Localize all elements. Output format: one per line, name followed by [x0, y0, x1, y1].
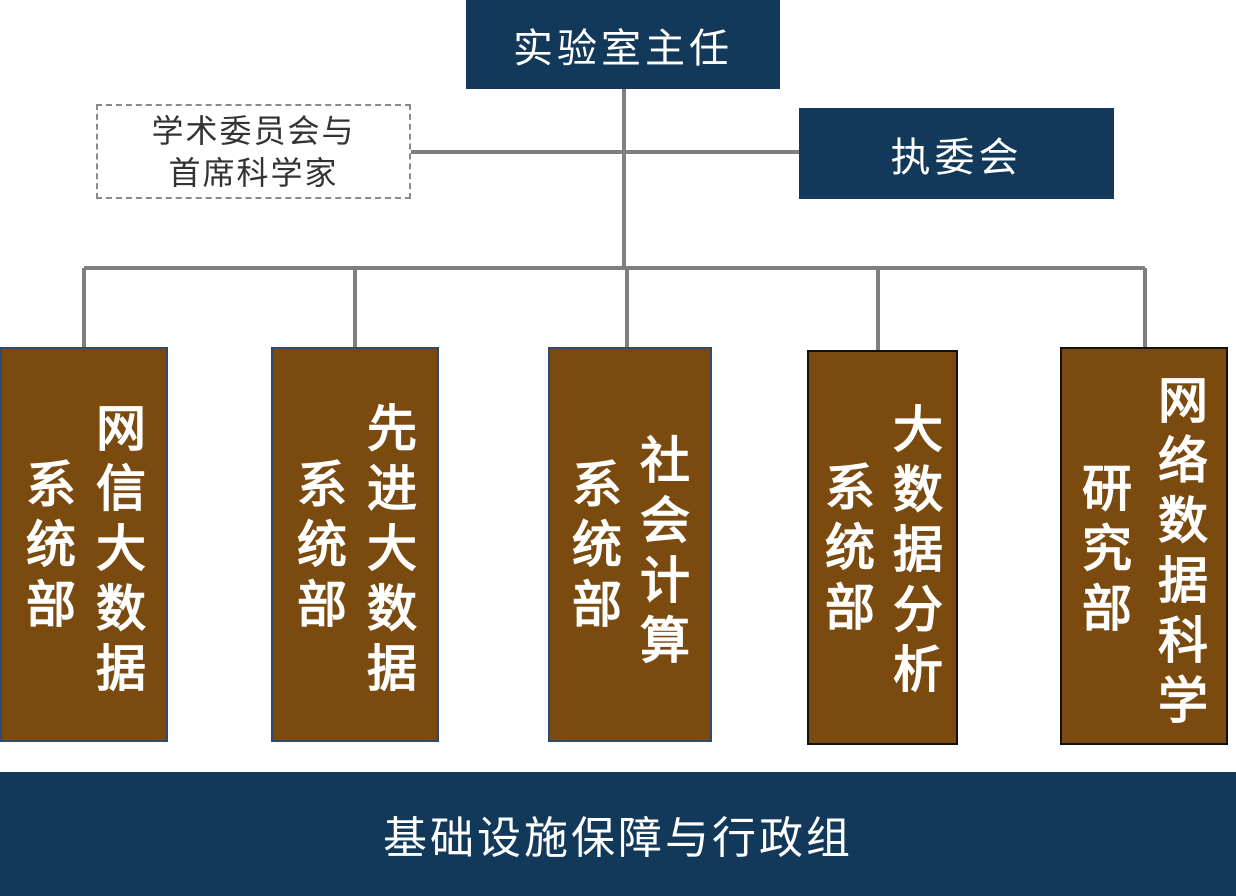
vertical-char: 数: [96, 579, 146, 638]
department-box-network-data-science: 网络数据科学 研究部: [1060, 347, 1228, 745]
vertical-char: 数: [893, 460, 943, 519]
vertical-char: 信: [96, 459, 146, 518]
vertical-char: 分: [893, 580, 943, 639]
vertical-char: 部: [1082, 579, 1132, 638]
department-box-bigdata-analytics: 大数据分析 系统部: [807, 350, 958, 745]
academic-committee-box: 学术委员会与 首席科学家: [96, 104, 411, 199]
executive-committee-box: 执委会: [799, 108, 1114, 199]
vertical-char: 社: [640, 431, 690, 490]
department-box-advanced-bigdata: 先进大数据 系统部: [271, 347, 439, 742]
vertical-char: 络: [1158, 431, 1208, 490]
academic-committee-line1: 学术委员会与: [151, 111, 356, 150]
vertical-char: 研: [1082, 459, 1132, 518]
vertical-char: 据: [367, 639, 417, 698]
department-box-cyber-bigdata: 网信大数据 系统部: [0, 347, 168, 742]
vertical-char: 先: [367, 399, 417, 458]
vertical-char: 大: [893, 400, 943, 459]
lab-director-box: 实验室主任: [466, 0, 780, 89]
vertical-char: 计: [640, 551, 690, 610]
vertical-char: 进: [367, 459, 417, 518]
vertical-char: 系: [26, 455, 76, 514]
department-suffix: 系统部: [297, 455, 347, 635]
vertical-char: 大: [367, 519, 417, 578]
department-suffix: 研究部: [1082, 459, 1132, 639]
vertical-char: 大: [96, 519, 146, 578]
department-name: 大数据分析: [893, 400, 943, 700]
department-name: 网络数据科学: [1158, 371, 1208, 731]
vertical-char: 部: [297, 575, 347, 634]
vertical-char: 据: [96, 639, 146, 698]
infrastructure-admin-group-label: 基础设施保障与行政组: [383, 813, 853, 864]
vertical-char: 统: [825, 518, 875, 577]
vertical-char: 部: [572, 575, 622, 634]
vertical-char: 统: [297, 515, 347, 574]
department-suffix: 系统部: [26, 455, 76, 635]
vertical-char: 部: [825, 578, 875, 637]
academic-committee-line2: 首席科学家: [168, 153, 339, 192]
vertical-char: 会: [640, 491, 690, 550]
vertical-char: 系: [297, 455, 347, 514]
department-name: 先进大数据: [367, 399, 417, 699]
vertical-char: 据: [1158, 551, 1208, 610]
department-name: 网信大数据: [96, 399, 146, 699]
vertical-char: 网: [1158, 371, 1208, 430]
vertical-char: 部: [26, 575, 76, 634]
vertical-char: 析: [893, 640, 943, 699]
vertical-char: 学: [1158, 671, 1208, 730]
vertical-char: 系: [825, 458, 875, 517]
vertical-char: 统: [26, 515, 76, 574]
lab-director-label: 实验室主任: [513, 25, 733, 72]
vertical-char: 统: [572, 515, 622, 574]
vertical-char: 究: [1082, 519, 1132, 578]
vertical-char: 算: [640, 611, 690, 670]
vertical-char: 据: [893, 520, 943, 579]
department-suffix: 系统部: [572, 455, 622, 635]
vertical-char: 网: [96, 399, 146, 458]
department-name: 社会计算: [640, 431, 690, 671]
department-suffix: 系统部: [825, 458, 875, 638]
vertical-char: 科: [1158, 611, 1208, 670]
vertical-char: 数: [1158, 491, 1208, 550]
vertical-char: 系: [572, 455, 622, 514]
infrastructure-admin-group-box: 基础设施保障与行政组: [0, 772, 1236, 896]
department-box-social-computing: 社会计算 系统部: [548, 347, 712, 742]
executive-committee-label: 执委会: [890, 134, 1023, 181]
vertical-char: 数: [367, 579, 417, 638]
